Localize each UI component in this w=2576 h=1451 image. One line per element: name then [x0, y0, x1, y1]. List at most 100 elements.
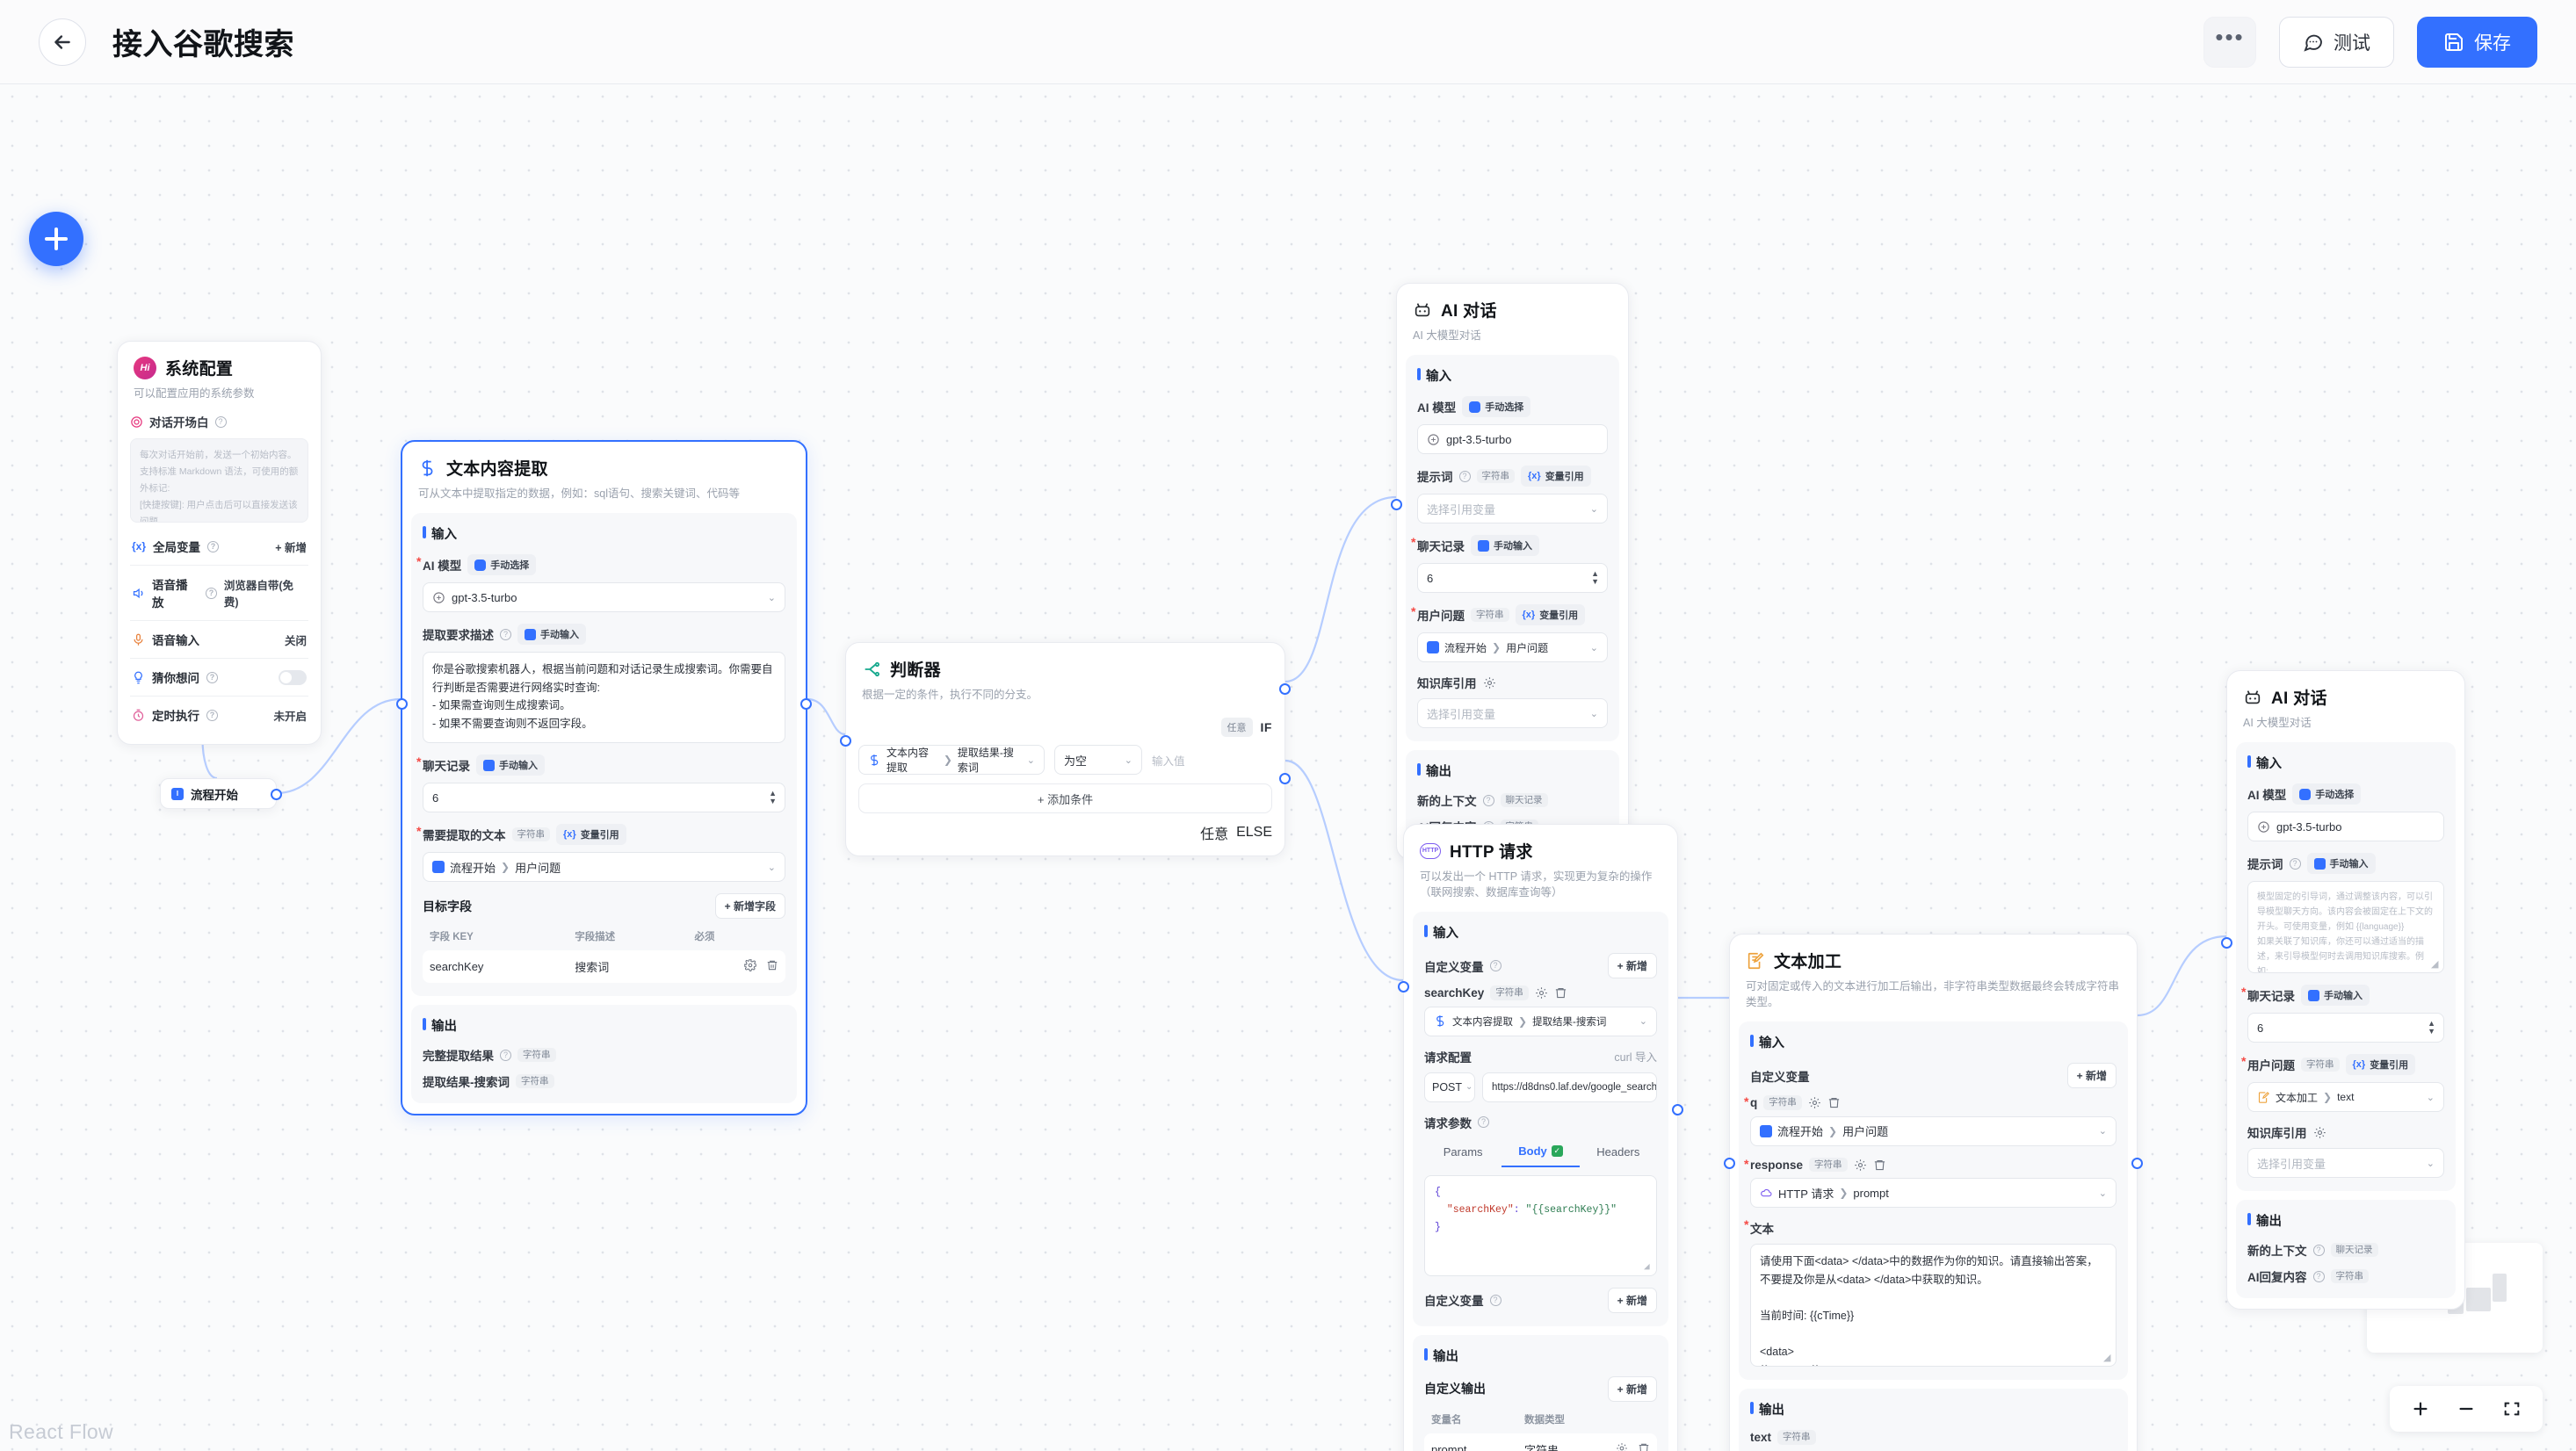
chat-history-input[interactable]: 6 ▲▼ [423, 783, 785, 813]
sidebar-item-scheduled-run[interactable]: 定时执行 ? 未开启 [130, 696, 308, 733]
chevron-down-icon[interactable]: ⌄ [1124, 754, 1132, 766]
chevron-down-icon[interactable]: ⌄ [767, 592, 776, 603]
sidebar-item-voice-play[interactable]: 语音播放 ? 浏览器自带(免费) [130, 565, 308, 620]
port-in[interactable] [396, 698, 408, 710]
resize-handle-icon[interactable]: ◢ [2103, 1353, 2111, 1364]
add-condition-button[interactable]: + 添加条件 [858, 783, 1272, 814]
chevron-down-icon[interactable]: ⌄ [2098, 1126, 2107, 1137]
help-icon[interactable]: ? [500, 628, 511, 640]
kb-select[interactable]: 选择引用变量 ⌄ [2247, 1148, 2444, 1179]
chevron-down-icon[interactable]: ⌄ [1589, 708, 1598, 719]
stepper-icon[interactable]: ▲▼ [1591, 569, 1599, 586]
chevron-down-icon[interactable]: ⌄ [1639, 1016, 1647, 1028]
else-any-tag[interactable]: 任意 [1200, 827, 1229, 843]
add-node-button[interactable] [29, 212, 83, 266]
condition-value-input[interactable]: 输入值 [1152, 754, 1185, 768]
port-out-if[interactable] [1279, 683, 1291, 695]
add-variable-button[interactable]: + 新增 [1607, 953, 1657, 979]
help-icon[interactable]: ? [214, 415, 227, 428]
node-flow-start[interactable]: I 流程开始 [160, 778, 282, 809]
chevron-down-icon[interactable]: ⌄ [1026, 754, 1035, 766]
gear-icon[interactable] [1483, 676, 1496, 689]
stepper-icon[interactable]: ▲▼ [2428, 1019, 2435, 1036]
prompt-textarea[interactable]: 模型固定的引导词，通过调整该内容，可以引导模型聊天方向。该内容会被固定在上下文的… [2247, 881, 2444, 974]
source-text-select[interactable]: 流程开始 ❯ 用户问题 ⌄ [423, 852, 785, 883]
help-icon[interactable]: ? [2312, 1244, 2325, 1256]
trash-icon[interactable] [1554, 986, 1567, 1000]
ai-model-select[interactable]: gpt-3.5-turbo [2247, 812, 2444, 842]
add-output-button[interactable]: + 新增 [1607, 1375, 1657, 1402]
var-ref-chip[interactable]: {x} 变量引用 [2345, 1054, 2416, 1076]
help-icon[interactable]: ? [2289, 857, 2301, 870]
if-any-tag[interactable]: 任意 [1220, 718, 1253, 738]
port-in[interactable] [1398, 981, 1409, 993]
chevron-down-icon[interactable]: ⌄ [767, 862, 776, 873]
var-ref-chip[interactable]: {x} 变量引用 [1515, 604, 1586, 626]
help-icon[interactable]: ? [2312, 1270, 2325, 1282]
manual-input-chip[interactable]: 手动输入 [517, 624, 586, 646]
ai-model-select[interactable]: gpt-3.5-turbo [1417, 424, 1608, 455]
flow-canvas[interactable]: React Flow Hi 系统配置 可以配置应用的系统参数 [0, 84, 2576, 1451]
sidebar-item-voice-input[interactable]: 语音输入 关闭 [130, 620, 308, 658]
global-variable-add[interactable]: + 新增 [275, 541, 307, 554]
more-options-button[interactable]: ••• [2203, 16, 2256, 68]
trash-icon[interactable] [1638, 1442, 1650, 1451]
opening-textarea[interactable]: 每次对话开始前，发送一个初始内容。支持标准 Markdown 语法，可使用的额外… [130, 438, 308, 523]
port-out[interactable] [1672, 1104, 1683, 1115]
resize-handle-icon[interactable]: ◢ [1644, 1261, 1650, 1273]
extract-desc-textarea[interactable]: 你是谷歌搜索机器人，根据当前问题和对话记录生成搜索词。你需要自行判断是否需要进行… [423, 652, 785, 744]
chevron-down-icon[interactable]: ⌄ [2426, 1158, 2435, 1169]
help-icon[interactable]: ? [1458, 470, 1471, 482]
add-field-button[interactable]: + 新增字段 [714, 893, 785, 920]
http-url-input[interactable]: https://d8dns0.laf.dev/google_search [1482, 1072, 1657, 1102]
resize-handle-icon[interactable]: ◢ [2431, 959, 2439, 971]
sidebar-item-guess-question[interactable]: 猜你想问 ? [130, 658, 308, 696]
help-icon[interactable]: ? [1482, 794, 1494, 806]
back-button[interactable] [39, 18, 86, 66]
help-icon[interactable]: ? [1489, 1294, 1501, 1306]
curl-import-button[interactable]: curl 导入 [1614, 1051, 1657, 1065]
trash-icon[interactable] [1827, 1096, 1841, 1109]
user-question-select[interactable]: 文本加工 ❯ text ⌄ [2247, 1082, 2444, 1113]
prompt-select[interactable]: 选择引用变量 ⌄ [1417, 494, 1608, 524]
help-icon[interactable]: ? [1489, 960, 1501, 972]
sidebar-item-global-variable[interactable]: {x} 全局变量 ? + 新增 [130, 528, 308, 565]
port-in[interactable] [2221, 937, 2232, 949]
node-condition[interactable]: 判断器 根据一定的条件，执行不同的分支。 任意 IF 文本内容提取 ❯ 提取结果… [840, 642, 1291, 857]
zoom-in-button[interactable] [2411, 1399, 2430, 1419]
fit-view-button[interactable] [2502, 1399, 2522, 1419]
trash-icon[interactable] [1873, 1159, 1886, 1172]
manual-select-chip[interactable]: 手动选择 [467, 554, 537, 576]
http-method-select[interactable]: POST ⌄ [1424, 1072, 1475, 1102]
manual-select-chip[interactable]: 手动选择 [2292, 783, 2362, 805]
trash-icon[interactable] [766, 959, 778, 971]
port-out[interactable] [2131, 1158, 2143, 1169]
chevron-down-icon[interactable]: ⌄ [1465, 1082, 1473, 1093]
help-icon[interactable]: ? [1478, 1116, 1489, 1129]
port-out[interactable] [800, 698, 812, 710]
node-system-config[interactable]: Hi 系统配置 可以配置应用的系统参数 对话开场白 ? 每次对话开始前，发送一个… [117, 341, 322, 746]
searchkey-variable-select[interactable]: 文本内容提取 ❯ 提取结果-搜索词 ⌄ [1424, 1006, 1657, 1036]
port-in[interactable] [1724, 1158, 1735, 1169]
help-icon[interactable]: ? [206, 587, 217, 599]
condition-variable-select[interactable]: 文本内容提取 ❯ 提取结果-搜索词 ⌄ [858, 745, 1045, 776]
node-http-request[interactable]: HTTP HTTP 请求 可以发出一个 HTTP 请求，实现更为复杂的操作（联网… [1398, 824, 1683, 1451]
var-ref-chip[interactable]: {x} 变量引用 [1521, 466, 1591, 487]
request-body-editor[interactable]: { "searchKey": "{{searchKey}}" } ◢ [1424, 1174, 1657, 1276]
node-text-extract[interactable]: 文本内容提取 可从文本中提取指定的数据，例如：sql语句、搜索关键词、代码等 输… [396, 440, 812, 1116]
port-in[interactable] [840, 735, 851, 747]
help-icon[interactable]: ? [500, 1049, 511, 1061]
gear-icon[interactable] [1535, 986, 1548, 1000]
node-text-processing[interactable]: 文本加工 可对固定或传入的文本进行加工后输出，非字符串类型数据最终会转成字符串类… [1724, 934, 2143, 1451]
save-button[interactable]: 保存 [2417, 16, 2537, 68]
gear-icon[interactable] [1808, 1096, 1821, 1109]
stepper-icon[interactable]: ▲▼ [769, 789, 777, 805]
node-ai-dialog-2[interactable]: AI 对话 AI 大模型对话 输入 AI 模型 手动选择 gpt- [2221, 670, 2465, 1310]
manual-input-chip[interactable]: 手动输入 [2301, 985, 2370, 1007]
gear-icon[interactable] [1854, 1159, 1867, 1172]
table-row[interactable]: prompt 字符串 [1424, 1433, 1657, 1451]
add-variable-button[interactable]: + 新增 [2066, 1063, 2117, 1089]
var-ref-chip[interactable]: {x} 变量引用 [556, 824, 626, 846]
add-variable-button-2[interactable]: + 新增 [1607, 1287, 1657, 1313]
manual-input-chip[interactable]: 手动输入 [476, 754, 545, 776]
